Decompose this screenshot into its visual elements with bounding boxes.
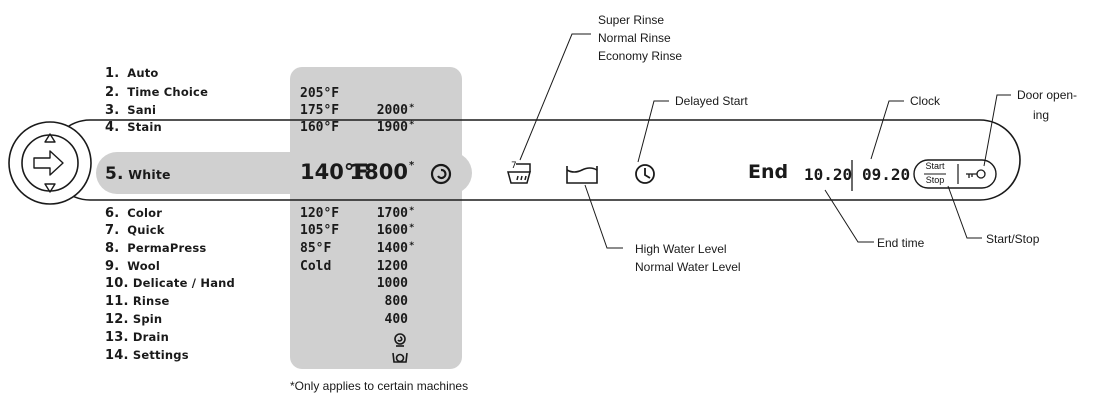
- temp-sani: 175°F: [300, 103, 340, 118]
- delayed-start-icon: [635, 164, 655, 184]
- water-level-icon: [566, 166, 598, 184]
- temp-color: 120°F: [300, 206, 340, 221]
- program-item-rinse: 11. Rinse: [105, 294, 170, 309]
- annotation-end-time: End time: [877, 236, 925, 250]
- annotation-clock: Clock: [910, 94, 941, 108]
- annotation-super-rinse: Super Rinse: [598, 13, 665, 27]
- rinse-icon: 7: [507, 161, 531, 184]
- annotation-normal-water-level: Normal Water Level: [635, 260, 741, 274]
- temp-time-choice: 205°F: [300, 86, 340, 101]
- settings-swirl-icon: [392, 352, 408, 363]
- annotation-delayed-start: Delayed Start: [675, 94, 748, 108]
- spin-stain: 1900*: [376, 120, 415, 135]
- program-item-color: 6. Color: [105, 206, 163, 221]
- svg-text:7: 7: [511, 161, 517, 171]
- spin-white: 1800*: [349, 160, 415, 184]
- start-stop-door-button-frame: [913, 159, 997, 189]
- spin-color: 1700*: [376, 206, 415, 221]
- annotation-high-water-level: High Water Level: [635, 242, 727, 256]
- temp-wool: Cold: [300, 259, 332, 274]
- spin-wool: 1200: [376, 259, 408, 274]
- selected-program-pill: [96, 152, 472, 194]
- program-item-permapress: 8. PermaPress: [105, 241, 207, 256]
- drain-icon: [394, 333, 406, 347]
- stop-button-label[interactable]: Stop: [925, 175, 945, 185]
- program-item-wool: 9. Wool: [105, 259, 161, 274]
- temp-stain: 160°F: [300, 120, 340, 135]
- end-label: End: [748, 161, 789, 183]
- spin-rinse: 800: [384, 294, 408, 309]
- annotation-door-opening: Door open-: [1017, 88, 1078, 102]
- temp-quick: 105°F: [300, 223, 340, 238]
- spin-spin: 400: [384, 312, 408, 327]
- program-item-white: 5. White: [105, 164, 171, 184]
- temp-permapress: 85°F: [300, 241, 332, 256]
- annotation-economy-rinse: Economy Rinse: [598, 49, 683, 63]
- program-item-time-choice: 2. Time Choice: [105, 85, 209, 100]
- spin-swirl-icon: [430, 163, 452, 185]
- program-item-sani: 3. Sani: [105, 103, 157, 118]
- annotation-door-opening-cont: ing: [1033, 108, 1050, 122]
- footnote: *Only applies to certain machines: [290, 379, 469, 393]
- spin-quick: 1600*: [376, 223, 415, 238]
- annotation-normal-rinse: Normal Rinse: [598, 31, 671, 45]
- program-item-quick: 7. Quick: [105, 223, 165, 238]
- knob-arrows-icon: [33, 133, 64, 193]
- program-item-stain: 4. Stain: [105, 120, 162, 135]
- spin-sani: 2000*: [376, 103, 415, 118]
- end-time-value: 10.20: [804, 165, 853, 184]
- program-item-spin: 12. Spin: [105, 312, 163, 327]
- spin-permapress: 1400*: [376, 241, 415, 256]
- spin-delicate-hand: 1000: [376, 276, 408, 291]
- temp-white: 140°F: [300, 160, 369, 184]
- program-item-auto: 1. Auto: [105, 66, 159, 81]
- door-key-icon: [966, 169, 986, 179]
- program-knob-inner: [21, 134, 79, 192]
- start-button-label[interactable]: Start: [925, 161, 945, 171]
- annotation-leaders: [519, 33, 1011, 249]
- program-item-settings: 14. Settings: [105, 348, 189, 363]
- clock-value: 09.20: [862, 165, 911, 184]
- annotation-start-stop: Start/Stop: [986, 232, 1040, 246]
- values-column-panel: [290, 67, 462, 369]
- program-item-drain: 13. Drain: [105, 330, 169, 345]
- program-item-delicate-hand: 10. Delicate / Hand: [105, 276, 235, 291]
